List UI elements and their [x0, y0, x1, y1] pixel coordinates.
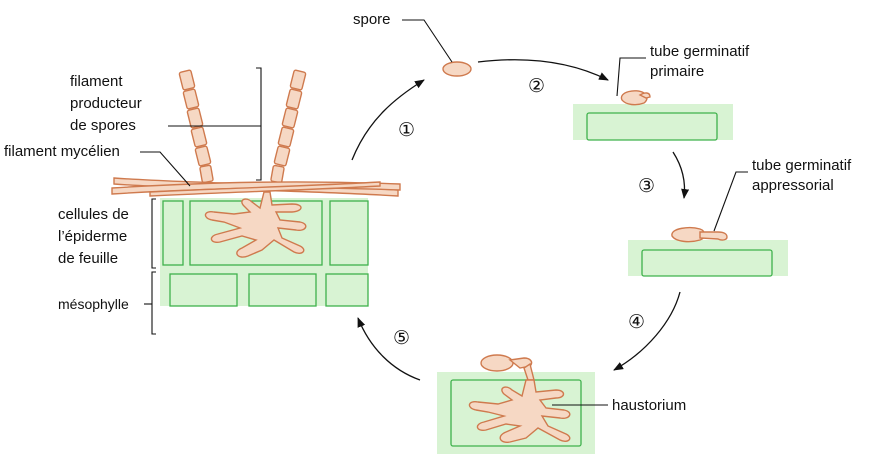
spore-shape: [442, 61, 472, 77]
step-4-label: ④: [628, 311, 645, 333]
step-3-label: ③: [638, 175, 655, 197]
mesophyll-bracket: [151, 271, 156, 335]
label-epiderme-line1: cellules de: [58, 206, 129, 223]
sporulating-bracket: [256, 67, 262, 181]
label-haustorium: haustorium: [612, 397, 686, 414]
leader-tube-primaire: [616, 57, 646, 97]
arrow-step-5: [357, 317, 421, 381]
label-filament-mycelien: filament mycélien: [4, 143, 120, 160]
leaf-section: [111, 69, 401, 307]
leader-tube-appressorial: [713, 171, 748, 232]
mesophyll-cell: [248, 273, 317, 307]
label-tube-appressorial-line2: appressorial: [752, 177, 834, 194]
step-5-label: ⑤: [393, 327, 410, 349]
leader-spore: [402, 19, 453, 63]
step-1-label: ①: [398, 119, 415, 141]
label-tube-primaire-line2: primaire: [650, 63, 704, 80]
label-epiderme-line2: l’épiderme: [58, 228, 127, 245]
mesophyll-cell: [169, 273, 238, 307]
label-filament-producteur-line3: de spores: [70, 117, 136, 134]
label-mesophylle: mésophylle: [58, 296, 129, 312]
arrow-step-1: [351, 79, 425, 161]
label-tube-primaire-line1: tube germinatif: [650, 43, 750, 60]
panel-haustorium: [437, 354, 595, 454]
epidermis-cell: [162, 200, 184, 266]
arrow-step-4: [613, 291, 681, 371]
step-2-label: ②: [528, 75, 545, 97]
panel-appressorial-germ-tube: [628, 227, 788, 277]
mesophyll-cell: [325, 273, 369, 307]
spore-producing-filament-2: [270, 69, 307, 184]
surface-mycelium: [111, 177, 401, 197]
arrow-step-3: [672, 151, 690, 199]
epidermis-cell: [329, 200, 369, 266]
label-tube-appressorial-line1: tube germinatif: [752, 157, 852, 174]
label-filament-producteur-line1: filament: [70, 73, 123, 90]
panel-primary-germ-tube: [573, 90, 733, 141]
haustorium-left: [204, 191, 307, 258]
label-epiderme-line3: de feuille: [58, 250, 118, 267]
label-spore: spore: [353, 11, 391, 28]
leader-filament-mycelien: [140, 151, 191, 187]
label-filament-producteur-line2: producteur: [70, 95, 142, 112]
arrow-step-2: [477, 59, 609, 81]
spore-producing-filament-1: [178, 69, 214, 184]
epidermis-bracket: [151, 198, 156, 269]
